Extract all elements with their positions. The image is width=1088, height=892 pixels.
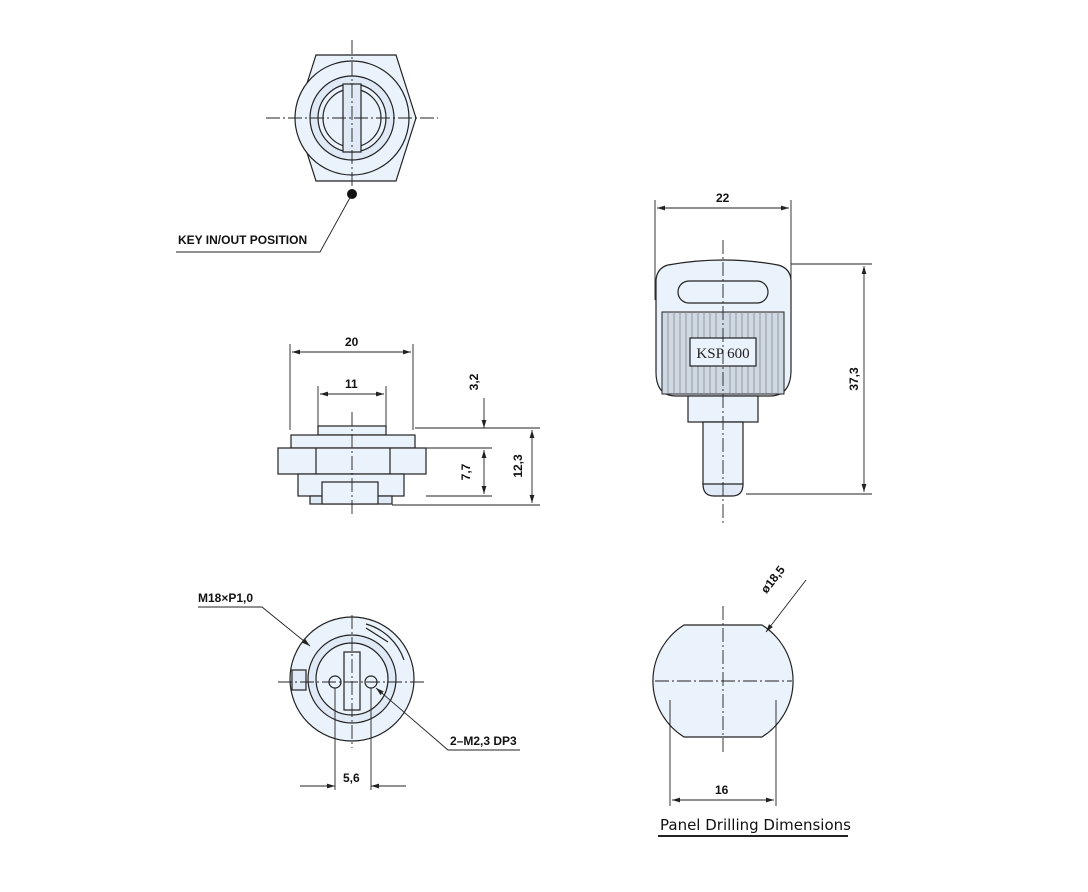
dim-7-7-label: 7,7 — [459, 463, 473, 480]
holes-label: 2–M2,3 DP3 — [450, 734, 517, 748]
bottom-view-lock: M18×P1,0 2–M2,3 DP3 5,6 — [198, 591, 520, 790]
dia-18-5-label: ø18,5 — [758, 563, 788, 596]
key-view: 22 KSP 600 — [654, 191, 872, 525]
dim-16-label: 16 — [715, 783, 729, 797]
side-view-lock: 20 11 3,2 7,7 12,3 — [277, 335, 540, 516]
key-in-out-label: KEY IN/OUT POSITION — [178, 233, 307, 247]
dim-22-label: 22 — [716, 191, 730, 205]
dim-20-label: 20 — [345, 335, 359, 349]
dim-5-6-label: 5,6 — [343, 771, 360, 785]
dim-12-3-label: 12,3 — [511, 454, 525, 478]
dim-37-3-label: 37,3 — [847, 367, 861, 391]
thread-label: M18×P1,0 — [198, 591, 253, 605]
dim-11-label: 11 — [345, 377, 358, 391]
top-view-hex: KEY IN/OUT POSITION — [176, 40, 438, 253]
dim-3-2-label: 3,2 — [467, 373, 481, 390]
panel-drilling-view: ø18,5 16 Panel Drilling Dimensions — [652, 563, 851, 837]
panel-drilling-caption: Panel Drilling Dimensions — [660, 816, 851, 834]
